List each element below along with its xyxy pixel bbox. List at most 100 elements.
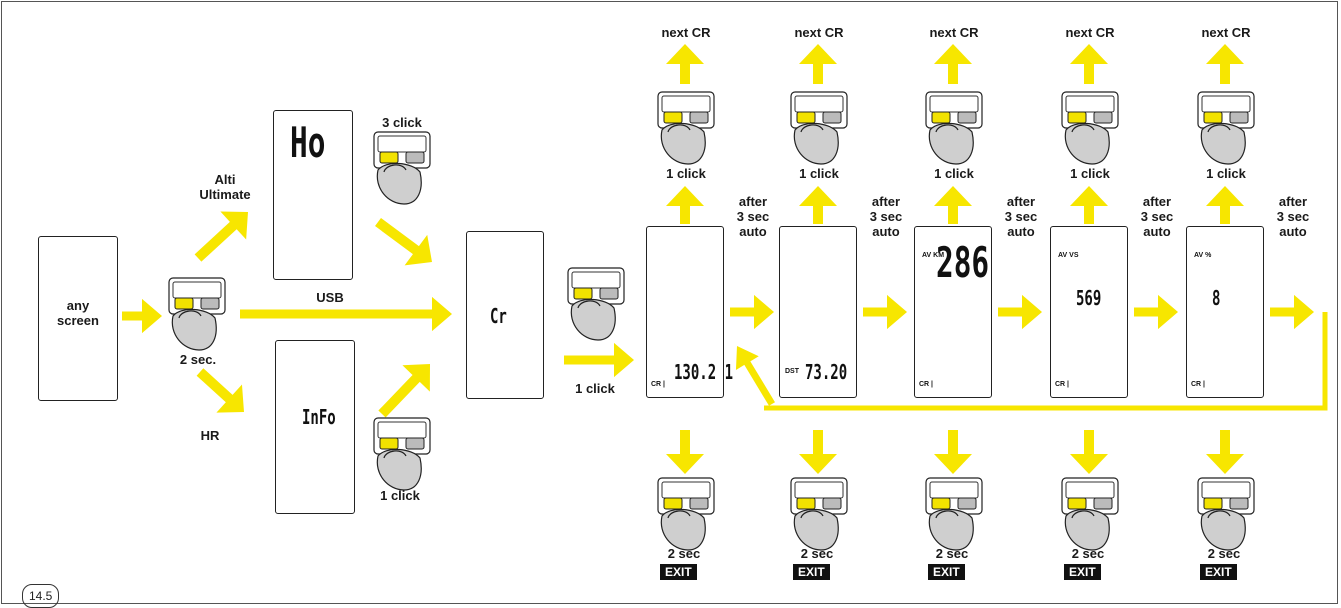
sequence-cr-indicator: CR | <box>1191 381 1206 388</box>
alti-ultimate-label: Alti Ultimate <box>199 172 251 202</box>
hand-icon-exit <box>657 477 715 551</box>
after-auto-label: after 3 sec auto <box>1140 194 1174 239</box>
two-sec-label: 2 sec <box>935 546 969 561</box>
cr-display: Cr <box>490 304 507 328</box>
cr-screen <box>466 231 544 399</box>
hand-icon-1click-info <box>373 417 431 491</box>
arrow-cr-to-seq <box>564 342 634 378</box>
after-auto-label: after 3 sec auto <box>1276 194 1310 239</box>
sequence-unit-labels: AV % <box>1194 252 1212 259</box>
arrow-up-from-screen <box>934 186 972 224</box>
sequence-cr-indicator: CR | <box>1055 381 1070 388</box>
hand-icon-exit <box>1197 477 1255 551</box>
sequence-main-value: 130.2 1 <box>674 360 734 384</box>
three-click-label: 3 click <box>382 115 422 130</box>
one-click-label: 1 click <box>934 166 974 181</box>
after-auto-label: after 3 sec auto <box>736 194 770 239</box>
arrow-auto-next <box>863 294 907 330</box>
info-one-click-label: 1 click <box>380 488 420 503</box>
one-click-label: 1 click <box>1206 166 1246 181</box>
figure-number: 14.5 <box>22 584 60 608</box>
sequence-unit-labels: DST <box>785 368 799 375</box>
info-screen <box>275 340 355 514</box>
sequence-screen <box>646 226 724 398</box>
arrow-auto-next <box>998 294 1042 330</box>
arrow-usb <box>240 296 452 332</box>
next-cr-label: next CR <box>1201 25 1251 40</box>
sequence-unit-labels: AV VS <box>1058 252 1079 259</box>
arrow-loop-back <box>735 346 775 406</box>
sequence-main-value: 73.20 <box>805 360 848 384</box>
any-screen-box <box>38 236 118 401</box>
two-sec-label: 2 sec <box>800 546 834 561</box>
arrow-down-to-exit <box>1070 430 1108 474</box>
loop-back-line <box>764 312 1328 411</box>
hand-icon-next <box>925 91 983 165</box>
hold-2sec-label: 2 sec. <box>179 352 217 367</box>
sequence-screen <box>1050 226 1128 398</box>
sequence-screen <box>914 226 992 398</box>
hand-icon-next <box>657 91 715 165</box>
arrow-down-to-exit <box>799 430 837 474</box>
arrow-down-to-exit <box>666 430 704 474</box>
two-sec-label: 2 sec <box>1207 546 1241 561</box>
exit-badge: EXIT <box>1200 564 1237 580</box>
one-click-label: 1 click <box>799 166 839 181</box>
arrow-down-to-exit <box>934 430 972 474</box>
arrow-down-to-exit <box>1206 430 1244 474</box>
hr-label: HR <box>200 428 220 443</box>
next-cr-label: next CR <box>1065 25 1115 40</box>
sequence-cr-indicator: CR | <box>919 381 934 388</box>
one-click-label: 1 click <box>1070 166 1110 181</box>
exit-badge: EXIT <box>1064 564 1101 580</box>
arrow-next-cr <box>799 44 837 84</box>
next-cr-label: next CR <box>794 25 844 40</box>
hand-icon-next <box>790 91 848 165</box>
after-auto-label: after 3 sec auto <box>869 194 903 239</box>
arrow-auto-next <box>1134 294 1178 330</box>
hand-icon-1click-cr <box>567 267 625 341</box>
arrow-ho-to-cr <box>375 217 432 266</box>
arrow-auto-next <box>1270 294 1314 330</box>
hand-icon-next <box>1197 91 1255 165</box>
exit-badge: EXIT <box>660 564 697 580</box>
next-cr-label: next CR <box>929 25 979 40</box>
arrow-any-to-button <box>122 298 162 334</box>
arrow-next-cr <box>1206 44 1244 84</box>
arrow-up-from-screen <box>1206 186 1244 224</box>
after-auto-label: after 3 sec auto <box>1004 194 1038 239</box>
sequence-main-value: 569 <box>1076 286 1102 310</box>
arrow-up-from-screen <box>666 186 704 224</box>
cr-enter-label: 1 click <box>575 381 615 396</box>
sequence-main-value: 286 <box>936 238 990 287</box>
two-sec-label: 2 sec <box>1071 546 1105 561</box>
sequence-screen <box>779 226 857 398</box>
any-screen-label: any screen <box>57 298 99 328</box>
arrow-info-to-cr <box>378 364 430 418</box>
info-display: InFo <box>302 405 336 429</box>
ho-display: Ho <box>290 118 326 167</box>
hand-icon-next <box>1061 91 1119 165</box>
sequence-unit-labels: AV KM <box>922 252 945 259</box>
arrow-up-from-screen <box>799 186 837 224</box>
arrow-up-from-screen <box>1070 186 1108 224</box>
sequence-cr-indicator: CR | <box>651 381 666 388</box>
hand-icon-exit <box>790 477 848 551</box>
arrow-auto-next <box>730 294 774 330</box>
usb-label: USB <box>316 290 344 305</box>
ho-screen <box>273 110 353 280</box>
exit-badge: EXIT <box>928 564 965 580</box>
exit-badge: EXIT <box>793 564 830 580</box>
arrow-to-hr <box>196 368 244 413</box>
next-cr-label: next CR <box>661 25 711 40</box>
arrow-next-cr <box>1070 44 1108 84</box>
hand-icon-exit <box>925 477 983 551</box>
one-click-label: 1 click <box>666 166 706 181</box>
hand-icon-exit <box>1061 477 1119 551</box>
sequence-main-value: 8 <box>1212 286 1221 310</box>
arrow-next-cr <box>666 44 704 84</box>
hand-icon-hold <box>168 277 226 351</box>
